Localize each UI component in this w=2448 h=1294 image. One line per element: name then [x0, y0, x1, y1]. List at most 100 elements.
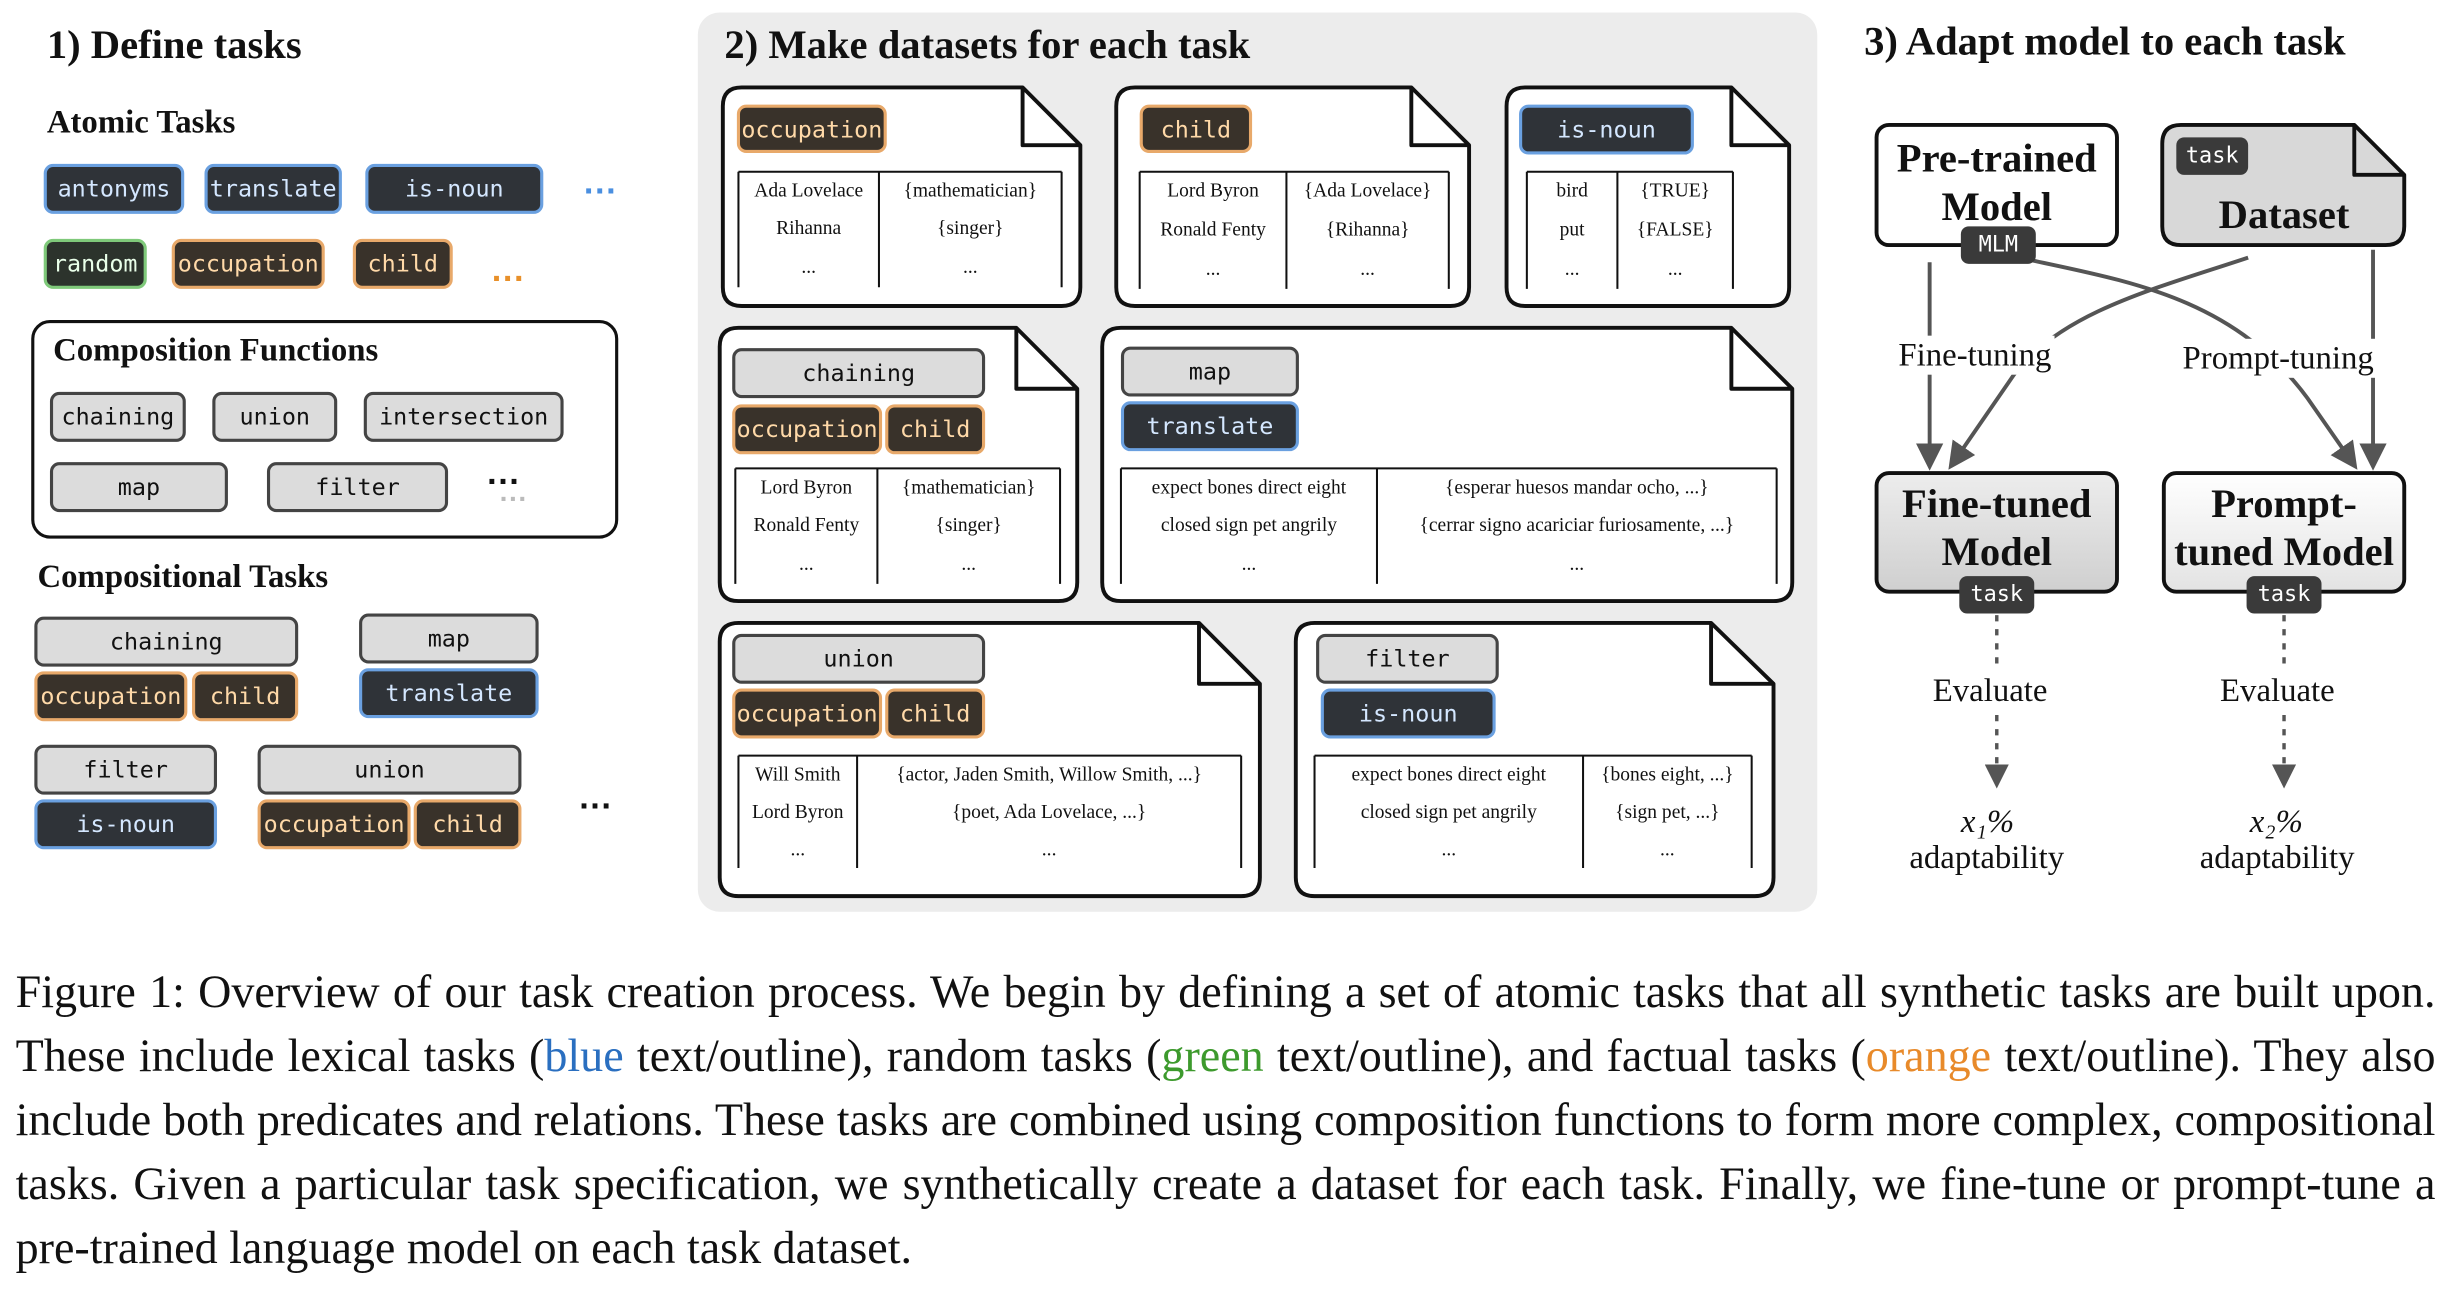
dataset-occupation-table: Ada Lovelace Rihanna ... {mathematician}… — [738, 172, 1061, 288]
table-cell: Ronald Fenty — [1160, 218, 1266, 241]
table-cell: Lord Byron — [751, 800, 844, 822]
table-cell: {TRUE} — [1640, 179, 1711, 202]
table-cell: expect bones direct eight — [1351, 762, 1547, 785]
evaluate-left-label: Evaluate — [1932, 671, 2048, 709]
table-cell: {sign pet, ...} — [1615, 800, 1720, 822]
caption-part-3: text/outline), and factual tasks ( — [1263, 1031, 1866, 1082]
dataset-union-tag: union — [732, 633, 986, 684]
table-cell: {Ada Lovelace} — [1303, 179, 1432, 202]
dataset-task-tag: task — [2176, 137, 2249, 175]
dataset-child-table: Lord Byron Ronald Fenty ... {Ada Lovelac… — [1140, 172, 1449, 289]
table-cell: ... — [790, 837, 806, 860]
caption-part-4: text/outline). They also include both pr… — [15, 1031, 2436, 1274]
compositional-tasks-title: Compositional Tasks — [37, 557, 329, 595]
atomic-task-occupation: occupation — [171, 238, 325, 289]
atomic-task-translate: translate — [204, 163, 342, 214]
caption-part-2: text/outline), random tasks ( — [623, 1031, 1162, 1082]
table-cell: {poet, Ada Lovelace, ...} — [951, 800, 1147, 822]
figure-caption: Figure 1: Overview of our task creation … — [16, 962, 2436, 1282]
table-cell: closed sign pet angrily — [1160, 514, 1338, 537]
table-cell: Lord Byron — [1167, 179, 1259, 202]
table-cell: {esperar huesos mandar ocho, ...} — [1444, 475, 1709, 498]
comp-map: map — [359, 613, 539, 664]
table-cell: ... — [799, 552, 814, 575]
pretrained-model-title: Pre-trained Model — [1896, 135, 2097, 230]
dataset-filter-is-noun-tag: is-noun — [1320, 688, 1496, 739]
table-cell: {actor, Jaden Smith, Willow Smith, ...} — [896, 762, 1202, 785]
table-cell: ... — [1667, 257, 1683, 280]
dataset-title: Dataset — [2218, 192, 2350, 238]
table-cell: ... — [1360, 257, 1375, 280]
dataset-map-tag: map — [1120, 346, 1299, 397]
table-cell: {mathematician} — [903, 179, 1038, 202]
dataset-filter-table: expect bones direct eight closed sign pe… — [1315, 756, 1752, 868]
caption-blue: blue — [544, 1031, 624, 1082]
table-cell: {singer} — [935, 514, 1002, 537]
table-cell: Will Smith — [755, 762, 841, 785]
table-cell: Lord Byron — [760, 475, 853, 498]
table-cell: ... — [1205, 257, 1221, 280]
table-cell: {mathematician} — [901, 475, 1036, 498]
fine-tuning-label: Fine-tuning — [1895, 335, 2055, 375]
function-chaining: chaining — [49, 391, 186, 442]
table-cell: ... — [1441, 837, 1457, 860]
caption-orange: orange — [1865, 1031, 1992, 1082]
table-cell: ... — [1569, 552, 1585, 575]
table-cell: ... — [801, 256, 817, 279]
atomic-task-antonyms: antonyms — [43, 163, 185, 214]
pretrained-mlm-tag: MLM — [1960, 226, 2036, 264]
dataset-chaining-child-tag: child — [885, 404, 986, 455]
section-2-heading: 2) Make datasets for each task — [724, 21, 1251, 68]
table-cell: ... — [962, 256, 978, 279]
dataset-map-table: expect bones direct eight closed sign pe… — [1121, 468, 1777, 584]
dataset-union-occupation-tag: occupation — [732, 688, 883, 739]
prompttuned-task-tag: task — [2246, 576, 2322, 614]
atomic-task-is-noun: is-noun — [365, 163, 544, 214]
table-cell: closed sign pet angrily — [1360, 800, 1537, 822]
table-cell: Ronald Fenty — [753, 514, 860, 537]
comp-map-translate: translate — [359, 668, 539, 719]
dataset-chaining-table: Lord Byron Ronald Fenty ... {mathematici… — [735, 468, 1060, 584]
adaptability-right: adaptability — [2199, 838, 2355, 876]
dataset-is-noun-table: bird put ... {TRUE} {FALSE} ... — [1527, 172, 1733, 289]
dataset-map-translate-tag: translate — [1120, 401, 1299, 452]
finetuned-task-tag: task — [1959, 576, 2035, 614]
section-1-heading: 1) Define tasks — [46, 21, 302, 68]
comp-union-child: child — [413, 799, 522, 850]
caption-part-1: Figure 1: Overview of our task creation … — [15, 967, 2436, 1082]
table-cell: {Rihanna} — [1325, 218, 1410, 241]
function-union: union — [212, 391, 338, 442]
comp-filter-is-noun: is-noun — [34, 799, 218, 850]
dataset-is-noun-tag: is-noun — [1519, 104, 1694, 155]
x2-percent: x₂% — [2249, 802, 2303, 840]
comp-chaining-child: child — [192, 671, 299, 722]
table-cell: Ada Lovelace — [754, 179, 864, 202]
table-cell: {FALSE} — [1636, 218, 1714, 241]
comp-filter: filter — [34, 744, 218, 795]
table-cell: expect bones direct eight — [1151, 475, 1347, 498]
table-cell: put — [1559, 218, 1585, 241]
composition-functions-box — [31, 320, 619, 539]
comp-union: union — [257, 744, 522, 795]
function-filter: filter — [266, 462, 449, 513]
atomic-task-child: child — [352, 238, 453, 289]
comp-chaining: chaining — [34, 616, 299, 667]
dataset-filter-tag: filter — [1316, 633, 1499, 684]
dataset-occupation-tag: occupation — [736, 104, 887, 153]
prompt-tuning-label: Prompt-tuning — [2179, 338, 2377, 378]
table-cell: bird — [1556, 179, 1588, 202]
caption-green: green — [1161, 1031, 1264, 1082]
dataset-child-tag: child — [1139, 104, 1253, 153]
table-cell: ... — [1041, 837, 1057, 860]
comp-chaining-occupation: occupation — [34, 671, 188, 722]
section-3-heading: 3) Adapt model to each task — [1864, 18, 2346, 65]
table-cell: ... — [1660, 837, 1675, 860]
table-cell: Rihanna — [776, 217, 842, 240]
dataset-union-table: Will Smith Lord Byron ... {actor, Jaden … — [738, 756, 1241, 868]
x1-percent: x₁% — [1960, 802, 2015, 840]
dataset-chaining-tag: chaining — [732, 348, 986, 399]
table-cell: {cerrar signo acariciar furiosamente, ..… — [1419, 514, 1735, 537]
table-cell: {bones eight, ...} — [1601, 762, 1734, 785]
table-cell: ... — [961, 552, 977, 575]
